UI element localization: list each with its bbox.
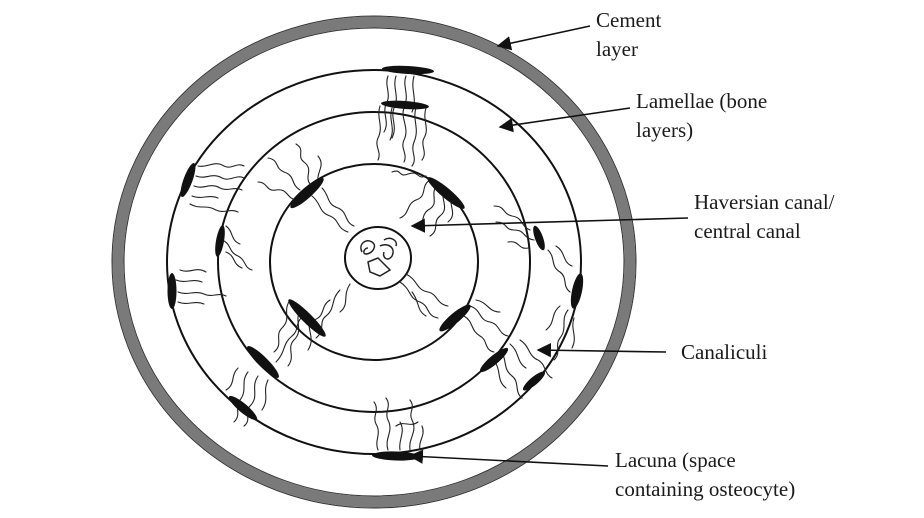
label-line: Lacuna (space bbox=[615, 448, 736, 472]
lacuna bbox=[427, 177, 465, 209]
lacuna bbox=[382, 65, 434, 75]
arrow-icon bbox=[498, 107, 631, 133]
cement-layer-ring bbox=[112, 16, 636, 508]
canaliculi-group bbox=[175, 75, 575, 451]
lacuna bbox=[570, 273, 584, 309]
lacuna bbox=[215, 225, 225, 257]
label-cement-layer: Cement layer bbox=[596, 6, 661, 64]
lacuna bbox=[381, 100, 429, 110]
label-line: Lamellae (bone bbox=[636, 89, 768, 113]
lacuna bbox=[533, 225, 545, 251]
lamella-ring-inner bbox=[269, 163, 479, 361]
lacunae-group bbox=[167, 65, 584, 461]
label-lacuna: Lacuna (space containing osteocyte) bbox=[615, 446, 795, 504]
label-haversian-canal: Haversian canal/ central canal bbox=[694, 188, 835, 246]
lacuna bbox=[479, 347, 509, 373]
lacuna bbox=[372, 451, 420, 461]
label-line: layers) bbox=[636, 118, 694, 142]
arrow-icon bbox=[496, 25, 591, 51]
label-line: Cement bbox=[596, 8, 662, 32]
label-line: containing osteocyte) bbox=[615, 477, 796, 501]
lacuna bbox=[167, 273, 177, 309]
label-line: Canaliculi bbox=[681, 340, 768, 364]
lacuna bbox=[522, 371, 546, 391]
label-line: Haversian canal/ bbox=[694, 190, 835, 214]
arrow-icon bbox=[410, 217, 689, 233]
label-line: layer bbox=[596, 37, 638, 61]
arrow-icon bbox=[536, 343, 667, 358]
pointer-arrows bbox=[408, 25, 689, 467]
lacuna bbox=[228, 395, 258, 421]
label-line: central canal bbox=[694, 219, 801, 243]
lacuna bbox=[439, 304, 471, 332]
label-canaliculi: Canaliculi bbox=[681, 338, 767, 367]
lamella-ring-middle bbox=[217, 111, 531, 413]
cement-layer-outline-inner bbox=[123, 27, 625, 497]
cement-layer-outline-outer bbox=[111, 15, 637, 509]
lacuna bbox=[247, 346, 279, 378]
lacuna bbox=[288, 299, 326, 337]
label-lamellae: Lamellae (bone layers) bbox=[636, 87, 767, 145]
arrow-icon bbox=[408, 449, 609, 467]
central-canal-contents bbox=[360, 237, 398, 277]
lacuna bbox=[180, 163, 196, 197]
lacuna bbox=[290, 177, 324, 209]
